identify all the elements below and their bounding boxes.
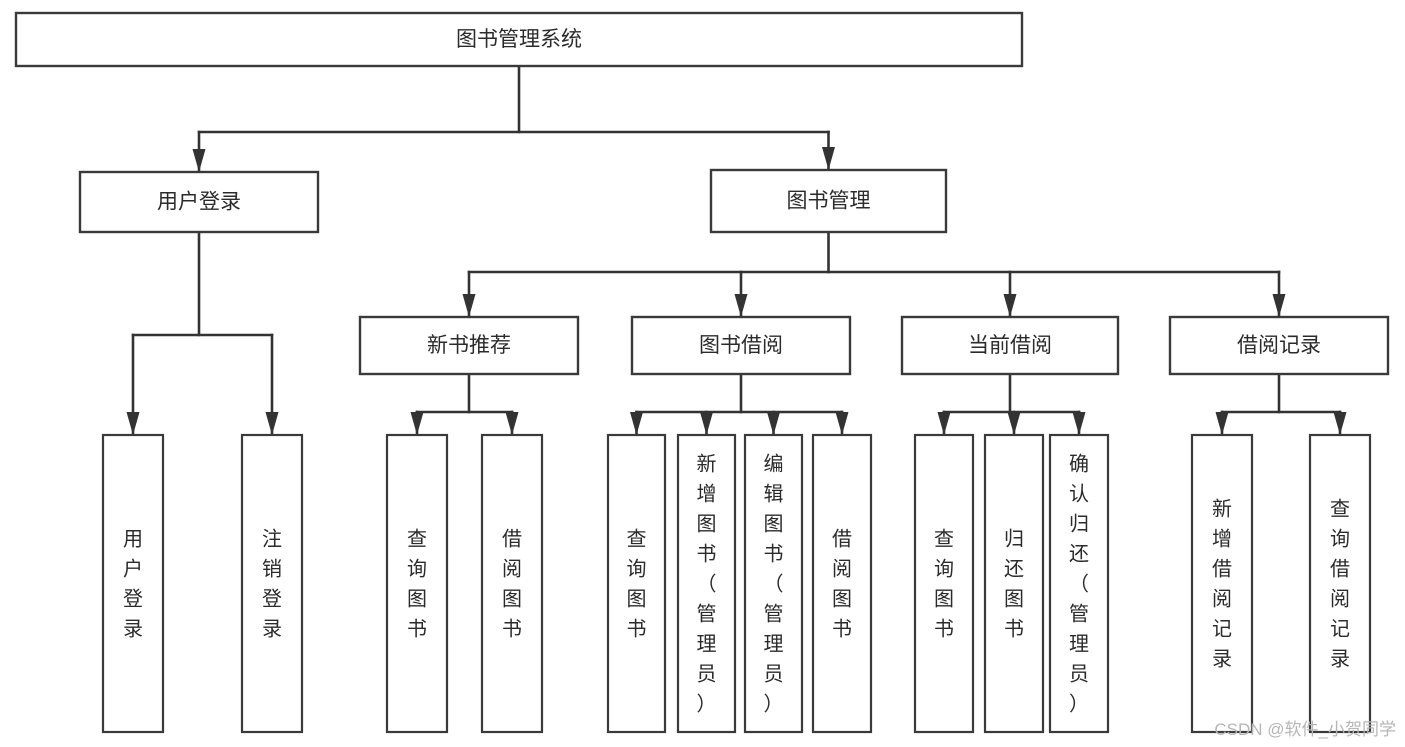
node-box: [811, 433, 873, 734]
node-leaf-borrow-book-2[interactable]: 借阅图书: [811, 433, 873, 734]
arrow-head: [630, 412, 643, 435]
node-leaf-add-book[interactable]: 新增图书（管理员）: [676, 433, 737, 734]
node-box: [1308, 433, 1372, 734]
node-box: [1190, 433, 1254, 734]
arrow-head: [1272, 294, 1286, 317]
node-box: [14, 11, 1024, 68]
node-box: [480, 433, 544, 734]
node-box: [385, 433, 449, 734]
node-label: 归还图书: [1004, 528, 1024, 641]
node-label: 查询图书: [627, 528, 647, 641]
node-label: 图书借阅: [699, 334, 783, 357]
node-root[interactable]: 图书管理系统: [14, 11, 1024, 68]
node-label: 新增借阅记录: [1212, 498, 1232, 671]
node-leaf-query-book-3[interactable]: 查询图书: [913, 433, 975, 734]
arrow-head: [126, 412, 140, 435]
node-leaf-query-record[interactable]: 查询借阅记录: [1308, 433, 1372, 734]
node-label: 新书推荐: [427, 334, 511, 357]
edge-group-user-login: [126, 230, 279, 437]
node-label: 用户登录: [123, 529, 143, 641]
node-box: [1048, 433, 1110, 734]
connector-layer: [126, 64, 1347, 437]
node-leaf-borrow-book-1[interactable]: 借阅图书: [480, 433, 544, 734]
node-label: 借阅图书: [502, 528, 522, 641]
node-user-login[interactable]: 用户登录: [78, 170, 320, 234]
node-leaf-query-book-1[interactable]: 查询图书: [385, 433, 449, 734]
node-label: 注销登录: [262, 528, 282, 641]
arrow-head: [462, 294, 476, 317]
arrow-head: [1003, 294, 1017, 317]
node-label: 借阅图书: [832, 528, 852, 641]
node-box: [78, 170, 320, 234]
node-leaf-user-login[interactable]: 用户登录: [101, 433, 165, 734]
arrow-head: [822, 147, 835, 170]
node-label: 查询图书: [934, 528, 954, 641]
node-current-borrow[interactable]: 当前借阅: [900, 315, 1120, 376]
arrow-head: [505, 412, 519, 435]
node-label: 确认归还（管理员）: [1069, 453, 1089, 716]
node-label: 编辑图书（管理员）: [764, 453, 784, 716]
node-box: [709, 168, 948, 234]
edge-group-new-book-recommend: [410, 372, 519, 437]
node-box: [606, 433, 667, 734]
csdn-watermark: CSDN @软件_小贺同学: [1214, 720, 1396, 739]
node-label: 借阅记录: [1237, 334, 1321, 357]
node-box: [743, 433, 804, 734]
node-book-manage[interactable]: 图书管理: [709, 168, 948, 234]
node-box: [358, 315, 580, 376]
node-label: 当前借阅: [968, 334, 1052, 357]
node-label: 图书管理: [787, 190, 871, 213]
edge-group-book-borrow: [630, 372, 849, 437]
arrow-head: [1007, 412, 1021, 435]
edge-group-borrow-record: [1215, 372, 1347, 437]
node-leaf-confirm-return[interactable]: 确认归还（管理员）: [1048, 433, 1110, 734]
node-leaf-add-record[interactable]: 新增借阅记录: [1190, 433, 1254, 734]
node-borrow-record[interactable]: 借阅记录: [1168, 315, 1390, 376]
node-leaf-return-book[interactable]: 归还图书: [983, 433, 1045, 734]
node-leaf-edit-book[interactable]: 编辑图书（管理员）: [743, 433, 804, 734]
node-box: [983, 433, 1045, 734]
edge-group-current-borrow: [937, 372, 1086, 437]
node-label: 查询借阅记录: [1330, 498, 1350, 671]
node-label: 图书管理系统: [456, 28, 582, 51]
node-box: [676, 433, 737, 734]
node-box: [913, 433, 975, 734]
node-leaf-query-book-2[interactable]: 查询图书: [606, 433, 667, 734]
node-book-borrow[interactable]: 图书借阅: [630, 315, 852, 376]
arrow-head: [192, 149, 206, 172]
node-box: [240, 433, 304, 734]
node-layer: 图书管理系统用户登录图书管理新书推荐图书借阅当前借阅借阅记录用户登录注销登录查询…: [14, 11, 1390, 734]
edge-group-book-manage: [462, 230, 1286, 319]
arrow-head: [1072, 412, 1086, 435]
node-label: 查询图书: [407, 528, 427, 641]
node-label: 新增图书（管理员）: [697, 453, 717, 716]
arrow-head: [700, 412, 713, 435]
arrow-head: [410, 412, 424, 435]
node-new-book-recommend[interactable]: 新书推荐: [358, 315, 580, 376]
node-box: [630, 315, 852, 376]
node-box: [1168, 315, 1390, 376]
arrow-head: [1333, 412, 1347, 435]
arrow-head: [937, 412, 951, 435]
node-leaf-logout[interactable]: 注销登录: [240, 433, 304, 734]
arrow-head: [767, 412, 780, 435]
arrow-head: [734, 294, 748, 317]
edge-group-root: [192, 64, 835, 174]
node-label: 用户登录: [157, 191, 241, 214]
node-box: [101, 433, 165, 734]
node-box: [900, 315, 1120, 376]
arrow-head: [835, 412, 849, 435]
arrow-head: [1215, 412, 1229, 435]
arrow-head: [265, 412, 279, 435]
